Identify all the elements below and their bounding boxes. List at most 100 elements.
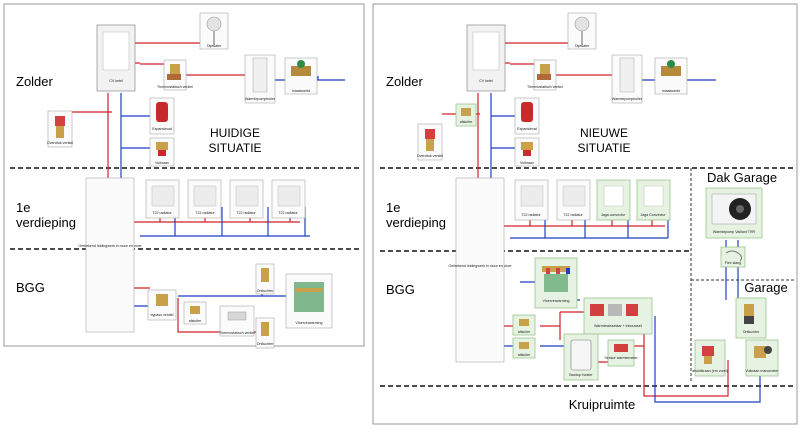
right-duct-box [455,177,505,363]
right-shutoff-1-label: afsluiter [518,330,531,334]
left-thermostat-valve-bgg-label: Thermostatisch ventiel [219,331,255,335]
title-new-line2: SITUATIE [577,141,630,155]
right-radiator-2 [556,179,591,221]
left-radiator-4 [271,179,306,219]
right-thermostat-valve-icon [533,59,557,91]
right-garage-shutoff-label: afsluitkraan (em vorst) [692,369,728,373]
right-shutoff-2 [512,337,536,359]
left-thermostat-valve-label: Thermostatisch ventiel [157,85,193,89]
left-radiator-2 [187,179,222,219]
new-zone-label-garage: Garage [744,280,787,295]
right-heat-pump-boiler [611,54,643,104]
left-inlet-combi [284,57,318,95]
right-shutoff-2-label: afsluiter [518,353,531,357]
right-sensor [607,339,635,367]
right-heat-pump-boiler-label: Warmtepompboiler [612,97,643,101]
left-tap-icon [199,12,229,50]
left-radiator-4-label: T22 radiator [278,211,298,215]
new-zone-label-first-floor-1: 1e [386,200,400,215]
right-radiator-2-label: T22 radiator [563,213,583,217]
right-expansion-vessel [514,97,540,135]
left-radiator-3-label: T22 radiator [236,211,256,215]
right-garage-fill-label: Vulkraan manometer [745,369,779,373]
right-flex-hose [720,246,746,268]
right-inlet-combi [654,57,688,95]
left-floor-heating [285,273,333,329]
right-backup-heater-label: Backup heater [569,373,593,377]
left-bypass-valve [147,289,177,321]
right-tap-icon [567,12,597,50]
left-expansion-vessel-label: Expansievat [152,127,172,131]
zone-label-first-floor-2: verdieping [16,215,76,230]
left-drain-valve-label: Vulkraan [155,161,169,165]
zone-label-first-floor-1: 1e [16,200,30,215]
right-heat-exchanger-label: Warmtewisselaar + inbouwset [594,324,642,328]
left-inlet-combi-label: Inlaatcombi [292,89,311,93]
right-garage-valve [735,297,767,339]
right-backup-heater [563,333,599,381]
left-radiator-1-label: T22 radiator [152,211,172,215]
right-heat-exchanger [583,297,653,335]
left-thermostat-valve-icon [163,59,187,91]
right-convector-2-label: Jaga Convector [640,213,666,217]
right-radiator-1 [514,179,549,221]
right-drain-valve [514,137,540,167]
new-zone-label-attic: Zolder [386,74,424,89]
right-convector-1-label: Jaga convector [601,213,626,217]
left-group-bottom [255,317,275,349]
right-expansion-vessel-label: Expansievat [517,127,537,131]
left-group-top-label: Ontluchter [257,289,274,293]
left-drain-valve [149,137,175,167]
left-shutoff [183,301,207,325]
right-boiler [466,24,506,92]
left-duct-box [85,177,135,333]
right-floor-heating-label: Vloerverwarming [543,299,570,303]
left-heat-pump-boiler-label: Warmtepompboiler [245,97,276,101]
title-current-line2: SITUATIE [208,141,261,155]
right-heatpump-label: Warmtepomp Vaillant TRR [713,230,756,234]
title-current-line1: HUIDIGE [210,126,260,140]
title-new-line1: NIEUWE [580,126,628,140]
right-tap-label: Tapwater [575,44,590,48]
new-zone-label-first-floor-2: verdieping [386,215,446,230]
left-radiator-1 [145,179,180,219]
left-tap-label: Tapwater [207,44,222,48]
left-overflow-valve-label: Overdruk ventiel [47,141,73,145]
right-sensor-label-1: Sensor warmtemeter [604,356,638,360]
right-floor-heating [534,257,578,309]
right-boiler-label: CV ketel [479,79,493,83]
left-shutoff-label: afsluiter [189,319,202,323]
left-radiator-2-label: T22 radiator [195,211,215,215]
right-heatpump-unit [705,187,763,239]
left-expansion-vessel [149,97,175,135]
left-group-top [255,263,275,295]
left-thermostat-valve-bgg [219,305,255,337]
zone-label-attic: Zolder [16,74,54,89]
zone-label-ground: BGG [16,280,45,295]
left-bypass-valve-label: bypass ventiel [151,313,174,317]
left-floor-heating-label: Vloerverwarming [296,321,323,325]
left-heat-pump-boiler [244,54,276,104]
left-boiler [96,24,136,92]
right-inlet-combi-label: Inlaatcombi [662,89,681,93]
left-group-bottom-label: Ontluchter [257,342,274,346]
right-radiator-1-label: T22 radiator [521,213,541,217]
right-duct-label: Ombekend leidingwerk in muur en vloer [448,264,512,268]
right-garage-shutoff [694,339,726,377]
right-overflow-valve [417,123,443,161]
right-shutoff-1 [512,314,536,336]
left-boiler-label: CV ketel [109,79,123,83]
right-garage-valve-label: Ontluchter [743,330,760,334]
new-zone-label-ground: BGG [386,282,415,297]
new-zone-label-crawlspace: Kruipruimte [569,397,635,412]
right-flex-hose-label: Flex slang [725,261,741,265]
new-zone-label-roof-garage: Dak Garage [707,170,777,185]
right-convector-2 [636,179,671,221]
left-duct-label: Ombekend leidingwerk in muur en vloer [78,244,142,248]
right-convector-1 [596,179,631,221]
right-shutoff-attic [455,103,477,127]
right-overflow-valve-label: Overdruk ventiel [417,154,443,158]
right-drain-valve-label: Vulkraan [520,161,534,165]
right-thermostat-valve-label: Thermostatisch ventiel [527,85,563,89]
